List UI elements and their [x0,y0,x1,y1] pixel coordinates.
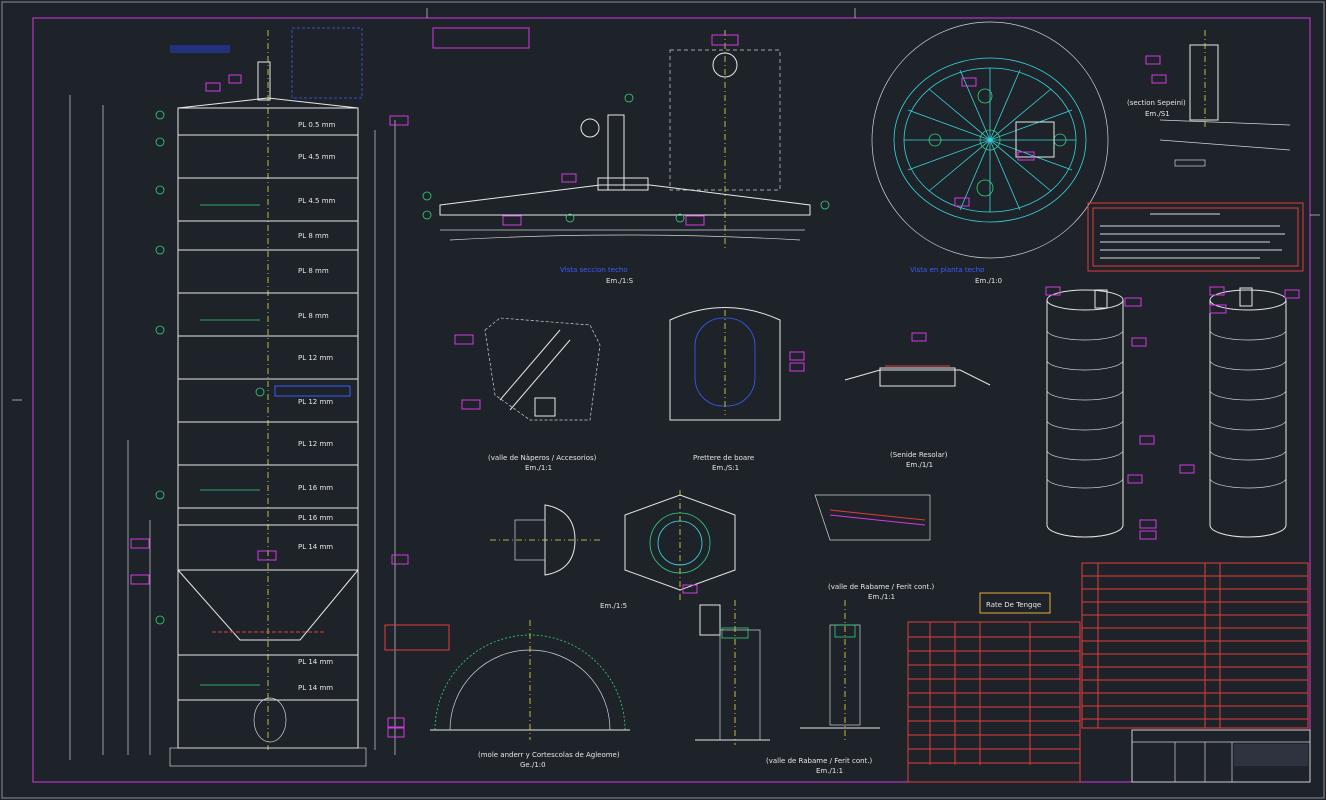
title-block [1131,729,1311,783]
plate-label: PL 16 mm [298,484,333,492]
detail-a-caption: Em./1:1 [525,464,552,472]
detail-small-nozzle [490,504,600,576]
detail-b-caption: Em./S:1 [712,464,739,472]
detail-d-view: Em./1:5 [600,490,736,610]
detail-f-view: (valle de Rabame / Ferit cont.) Em./1:1 [766,600,880,775]
detail-small-title: (section Sepeini) [1127,99,1186,107]
detail-a-view: (valle de Nàperos / Accesorios) Em./1:1 [454,317,601,472]
legend-box [979,592,1051,614]
detail-f-title: (valle de Rabame / Ferit cont.) [766,757,873,765]
detail-c-caption: Em./1/1 [906,461,933,469]
detail-e-title: (valle de Rabame / Ferit cont.) [828,583,935,591]
plate-label: PL 14 mm [298,684,333,692]
detail-bolt-view [695,600,770,745]
detail-small-view: (section Sepeini) Em./S1 [1127,30,1291,167]
tank-elevation: PL 0.5 mm PL 4.5 mm PL 4.5 mm PL 8 mm PL… [69,27,450,767]
roof-top-view: Vista en planta techo Em./1:0 [871,21,1109,285]
plate-label: PL 4.5 mm [298,197,336,205]
legend-box-title: Rate De Tengqe [986,601,1041,609]
detail-c-title: (Senide Resolar) [890,451,948,459]
svg-text:Vista en planta techo: Vista en planta techo [910,266,984,274]
plate-label: PL 0.5 mm [298,121,336,129]
detail-f-caption: Em./1:1 [816,767,843,775]
drawing-frame [32,17,1311,783]
roof-top-caption: Em./1:0 [975,277,1002,285]
plate-label: PL 8 mm [298,312,329,320]
svg-text:Vista seccion techo: Vista seccion techo [560,266,628,274]
material-table-right [1081,562,1309,729]
roof-section-view: Vista seccion techo Em./1:S [422,27,830,285]
plate-label: PL 4.5 mm [298,153,336,161]
detail-arc-caption: Ge./1:0 [520,761,546,769]
detail-arc-view: (mole anderr y Cortescolas de Agleome) G… [430,620,630,769]
plate-label: PL 12 mm [298,440,333,448]
roof-section-caption: Em./1:S [606,277,634,285]
detail-a-title: (valle de Nàperos / Accesorios) [488,454,597,462]
tank-3d-views [1045,286,1300,540]
detail-arc-title: (mole anderr y Cortescolas de Agleome) [478,751,620,759]
detail-e-view: (valle de Rabame / Ferit cont.) Em./1:1 [814,494,935,601]
plate-label: PL 12 mm [298,398,333,406]
plate-label: PL 8 mm [298,267,329,275]
plate-label: PL 8 mm [298,232,329,240]
detail-d-caption: Em./1:5 [600,602,627,610]
detail-c-view: (Senide Resolar) Em./1/1 [844,332,991,469]
plate-label: PL 14 mm [298,658,333,666]
detail-b-view: Prettere de boare Em./S:1 [669,307,805,472]
detail-b-title: Prettere de boare [693,454,754,462]
material-table-left [907,621,1081,783]
plate-label: PL 16 mm [298,514,333,522]
detail-e-caption: Em./1:1 [868,593,895,601]
plate-label: PL 12 mm [298,354,333,362]
plate-label: PL 14 mm [298,543,333,551]
detail-small-caption: Em./S1 [1145,110,1170,118]
notes-box [1087,202,1304,272]
